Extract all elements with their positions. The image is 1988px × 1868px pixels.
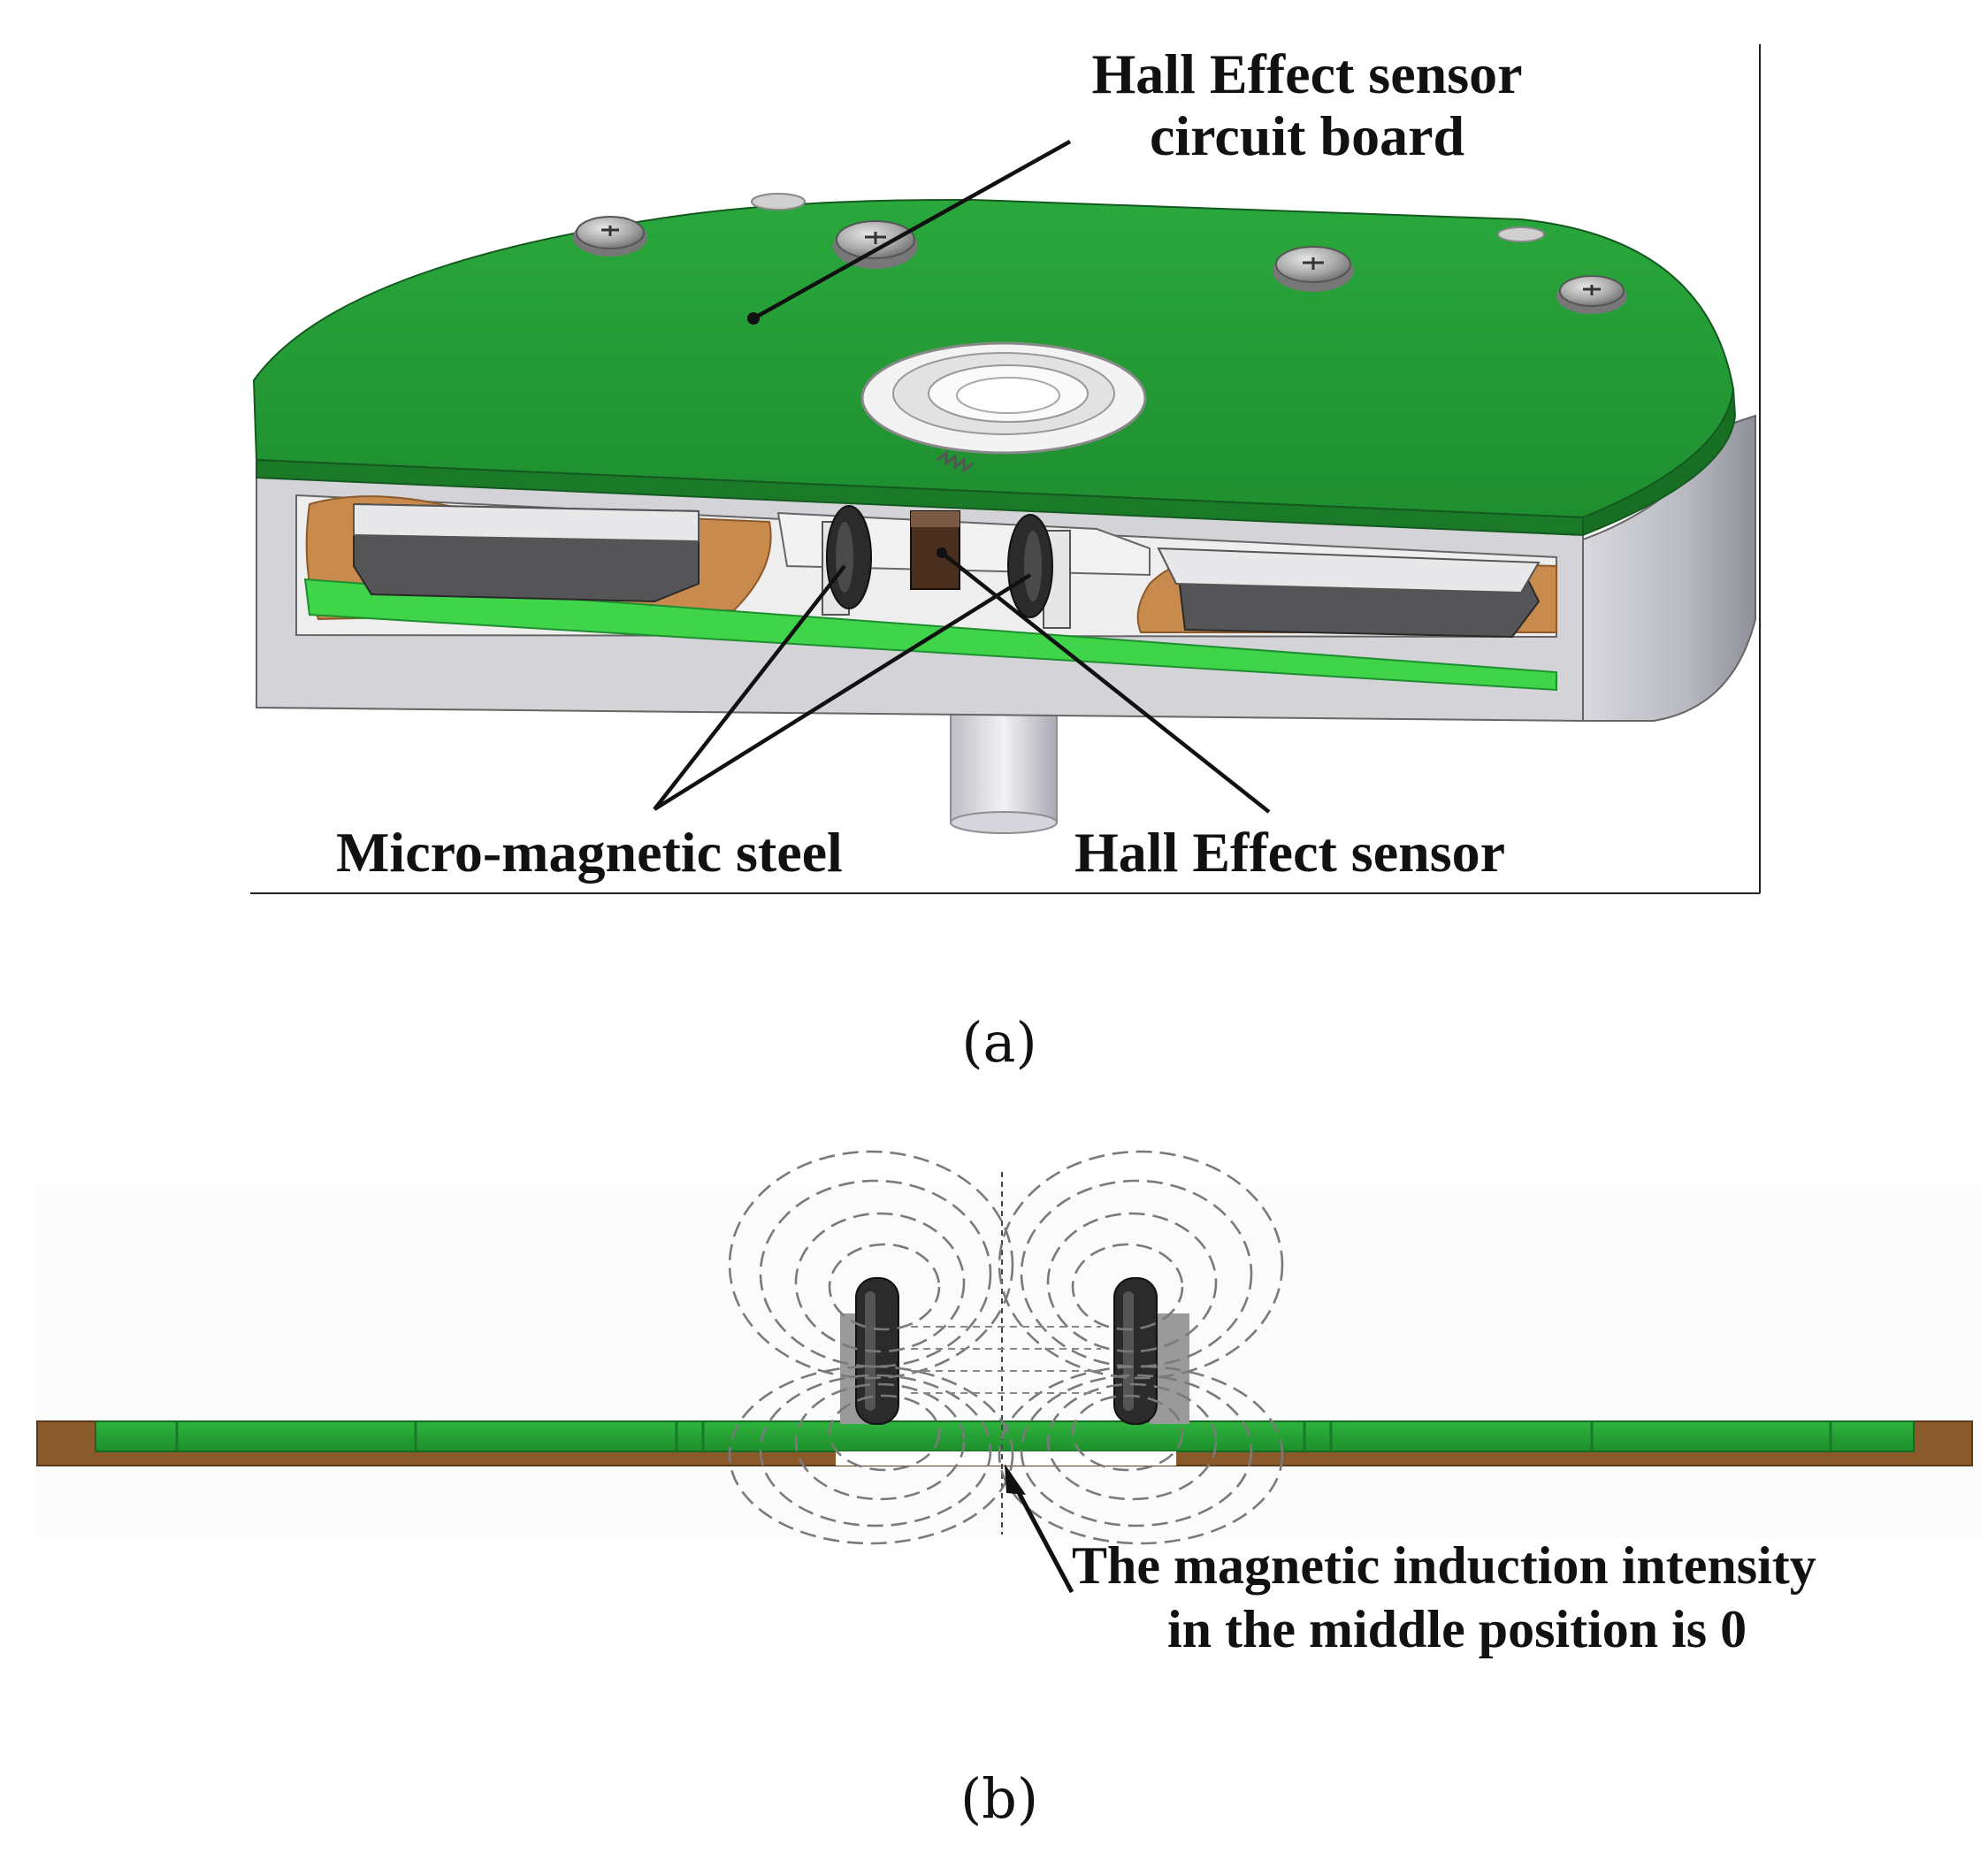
label-circuit-board-line2: circuit board	[1150, 104, 1464, 167]
label-hall-effect-sensor: Hall Effect sensor	[1074, 821, 1505, 884]
label-circuit-board-line1: Hall Effect sensor	[1092, 42, 1523, 105]
panel-a: Hall Effect sensor circuit board Micro-m…	[250, 42, 1761, 1075]
bearing-ring	[860, 341, 1147, 455]
micro-magnet-right	[1007, 514, 1071, 629]
hall-sensor-chip	[910, 510, 960, 590]
shaft-end	[950, 811, 1058, 834]
panel-b: The magnetic induction intensity in the …	[35, 1150, 1981, 1831]
magnet-block-left-top	[353, 502, 700, 543]
board-segment-lines	[175, 1421, 1832, 1451]
pcb-edge-right	[1582, 388, 1737, 537]
screw-back-left	[751, 193, 806, 211]
annotation-line1: The magnetic induction intensity	[1072, 1536, 1816, 1595]
screw-2	[833, 220, 918, 269]
screw-1	[573, 216, 647, 256]
spring	[937, 449, 974, 474]
caption-a: (a)	[961, 1010, 1036, 1075]
board-cutout	[836, 1451, 1176, 1466]
label-micro-magnetic-steel: Micro-magnetic steel	[336, 821, 843, 884]
screw-4	[1556, 275, 1627, 314]
field-lines	[728, 1150, 1284, 1545]
leader-lines-a	[653, 140, 1271, 814]
housing-side-right	[1582, 414, 1756, 722]
caption-b: (b)	[960, 1766, 1038, 1831]
screw-3	[1273, 246, 1354, 292]
magnet-b-right	[1113, 1277, 1158, 1425]
screw-back-right	[1497, 226, 1545, 242]
annotation-arrow	[1005, 1464, 1074, 1594]
annotation-line2: in the middle position is 0	[1167, 1600, 1747, 1658]
magnet-block-right-top	[1157, 547, 1541, 594]
